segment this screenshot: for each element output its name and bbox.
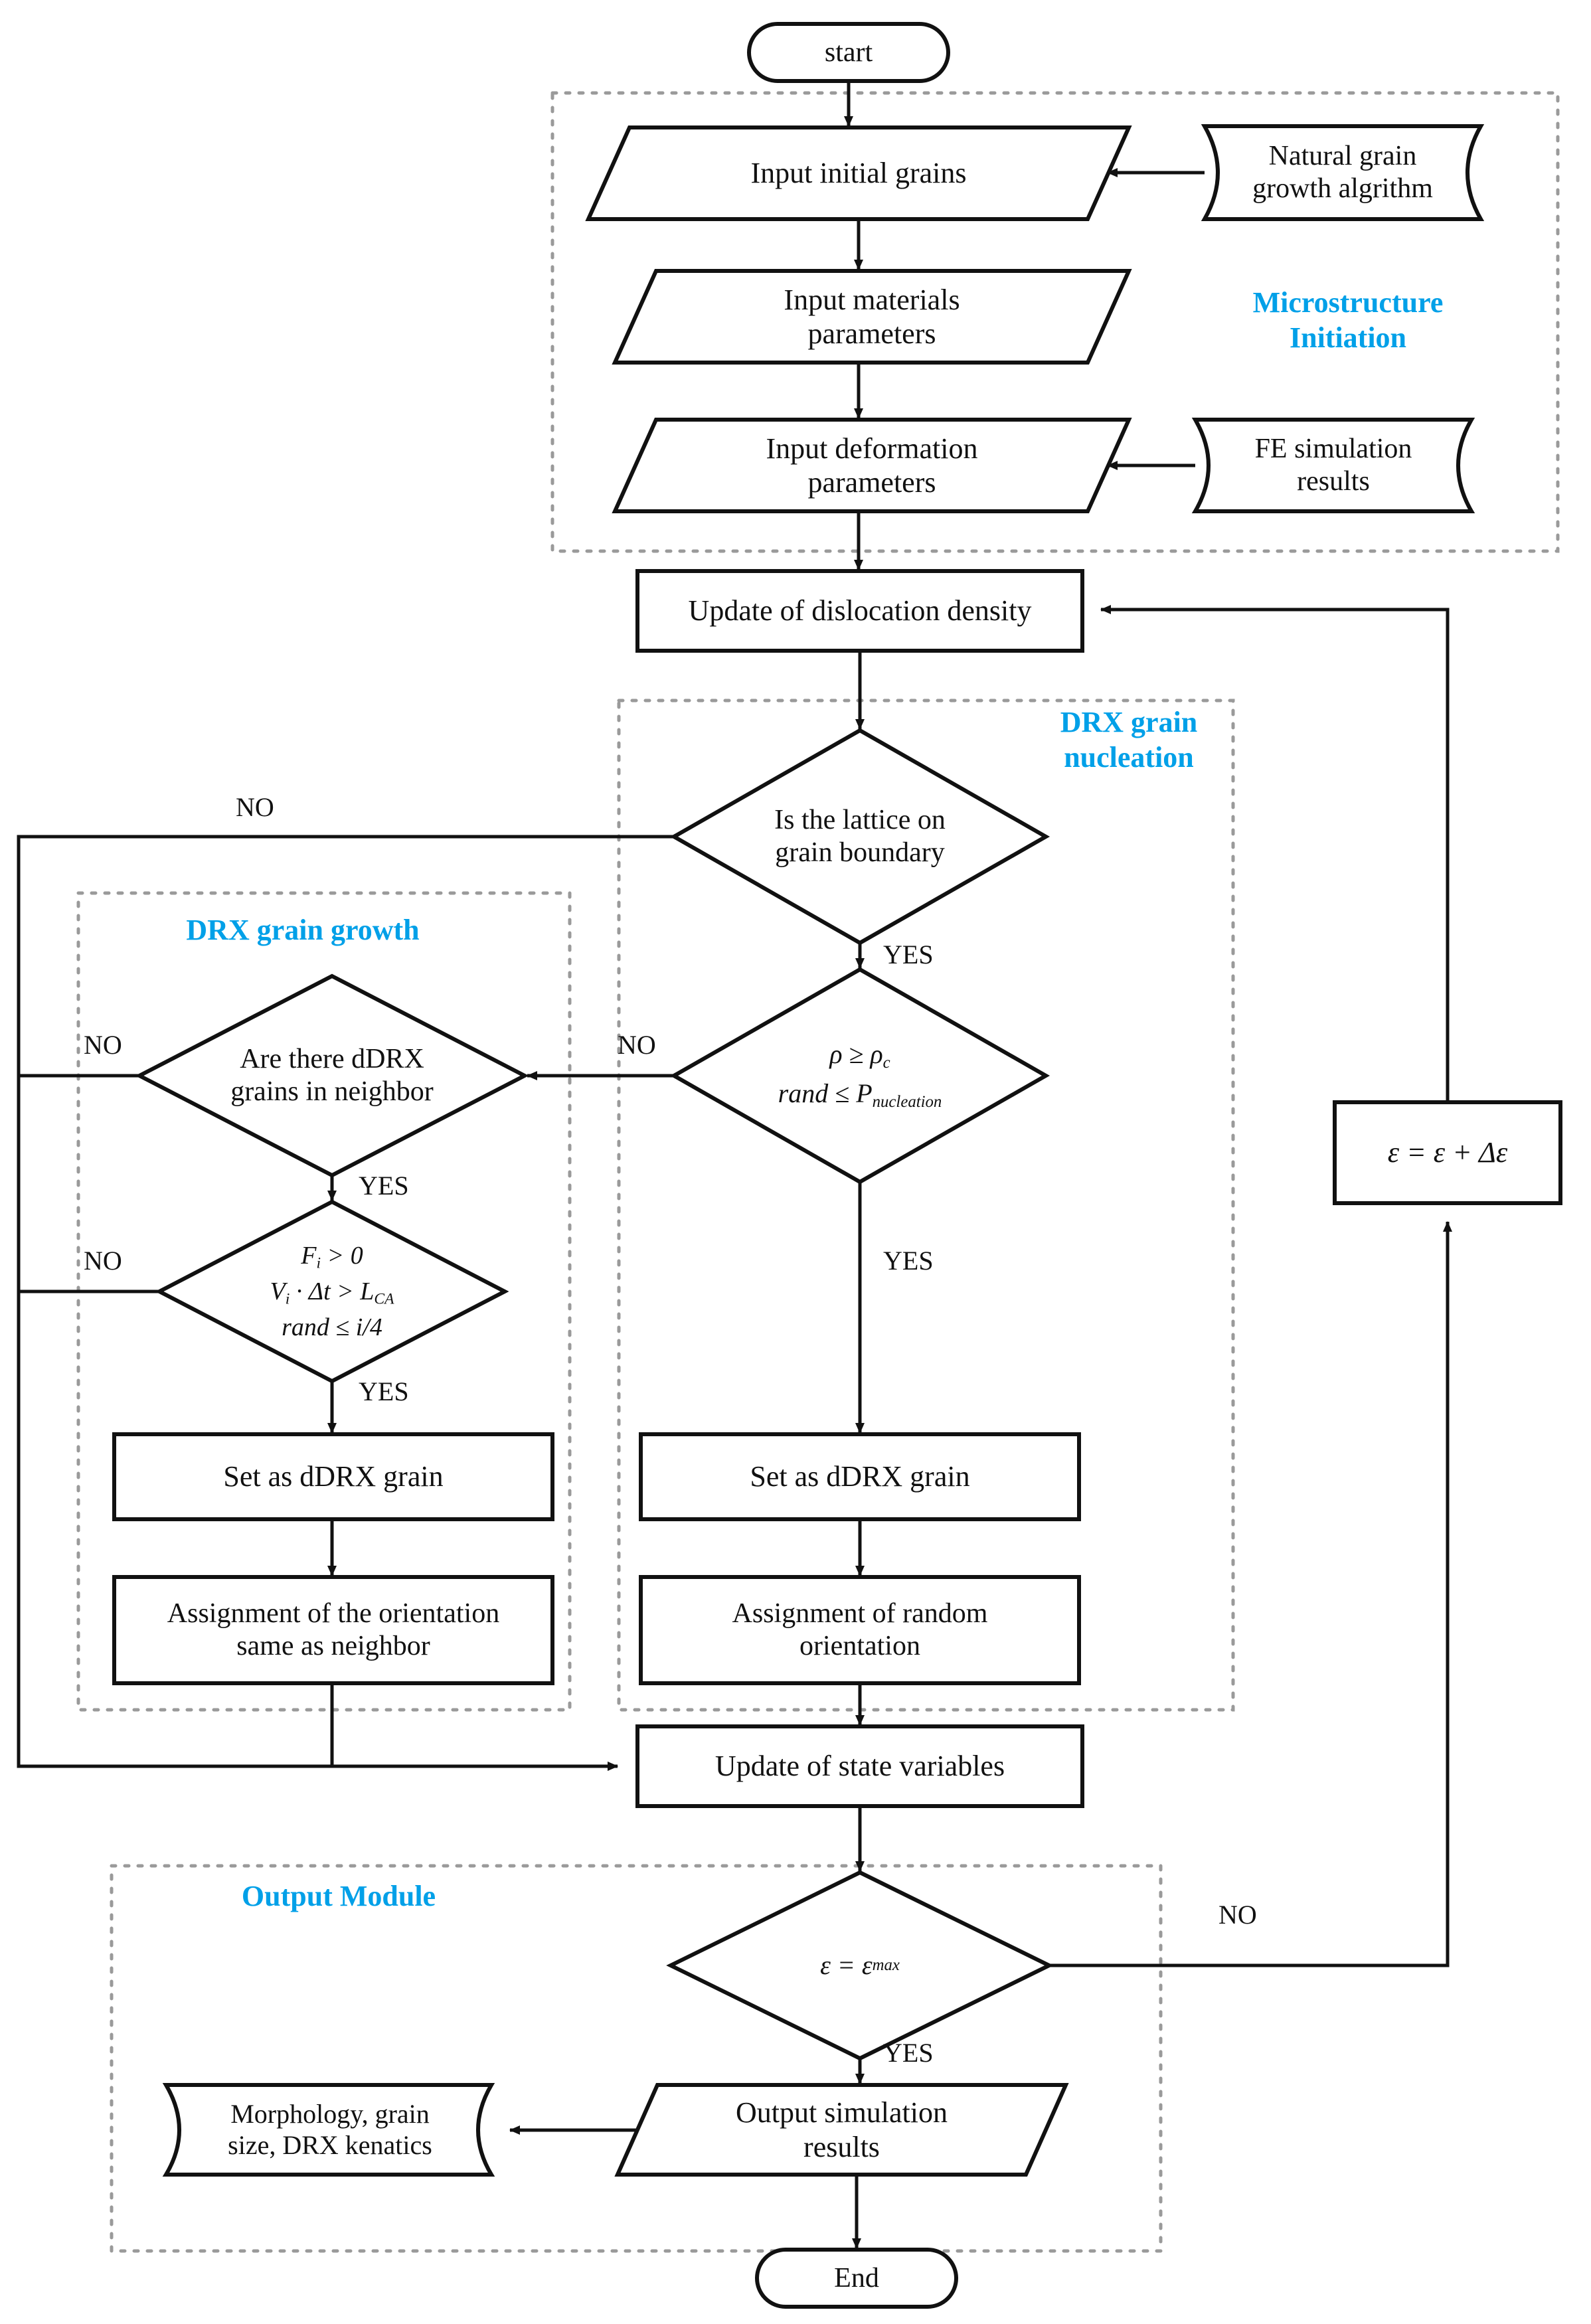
node-nucleation-decision[interactable] (669, 967, 1050, 1185)
group-label-microstructure-initiation: Microstructure Initiation (1252, 286, 1444, 354)
group-frame-drx-grain-growth (76, 891, 572, 1712)
node-morphology[interactable] (162, 2083, 495, 2177)
edge-label-lattice-yes: YES (883, 940, 934, 969)
edge-label-nucleation-yes: YES (883, 1246, 934, 1276)
group-label-drx-grain-growth: DRX grain growth (186, 914, 420, 946)
node-input-initial[interactable] (585, 125, 1132, 221)
node-fe-results[interactable] (1191, 418, 1475, 513)
edge-strain-increment-to-update-dislocation (1100, 605, 1450, 1102)
edge-strain-max-no (1049, 1221, 1452, 1967)
edge-label-growth-yes: YES (359, 1376, 409, 1406)
group-label-drx-grain-nucleation: DRX grain nucleation (1060, 706, 1198, 774)
node-output-results[interactable] (614, 2083, 1069, 2177)
group-frame-drx-grain-nucleation (617, 699, 1235, 1712)
node-start[interactable] (747, 22, 950, 83)
group-frame-microstructure-initiation (550, 91, 1560, 553)
edge-label-strain-max-yes: YES (883, 2038, 934, 2068)
node-assign-random[interactable] (639, 1575, 1081, 1685)
edge-label-strain-max-no: NO (1218, 1900, 1257, 1930)
edge-label-lattice-no: NO (236, 792, 274, 822)
node-set-ddrx-right[interactable] (639, 1432, 1081, 1521)
node-set-ddrx-left[interactable] (112, 1432, 554, 1521)
edge-assign-neighbor-to-update-state (330, 1683, 618, 1771)
edge-label-growth-no: NO (84, 1246, 122, 1276)
edge-lattice-no (17, 835, 674, 1771)
node-natural-growth[interactable] (1201, 124, 1485, 221)
node-strain-max-decision[interactable] (666, 1870, 1054, 2061)
edge-label-neighbor-yes: YES (359, 1171, 409, 1201)
node-lattice-decision[interactable] (669, 728, 1050, 946)
node-input-materials[interactable] (612, 269, 1132, 365)
node-growth-decision[interactable] (155, 1199, 509, 1384)
node-update-dislocation[interactable] (635, 569, 1084, 653)
node-update-state[interactable] (635, 1724, 1084, 1808)
node-strain-increment[interactable] (1333, 1100, 1562, 1205)
edge-label-nucleation-no: NO (618, 1030, 656, 1060)
node-end[interactable] (755, 2248, 958, 2309)
group-frame-output-module (110, 1864, 1163, 2253)
edge-label-neighbor-no: NO (84, 1030, 122, 1060)
node-assign-neighbor[interactable] (112, 1575, 554, 1685)
node-input-deformation[interactable] (612, 418, 1132, 513)
group-label-output-module: Output Module (241, 1880, 436, 1912)
node-neighbor-decision[interactable] (135, 973, 529, 1178)
